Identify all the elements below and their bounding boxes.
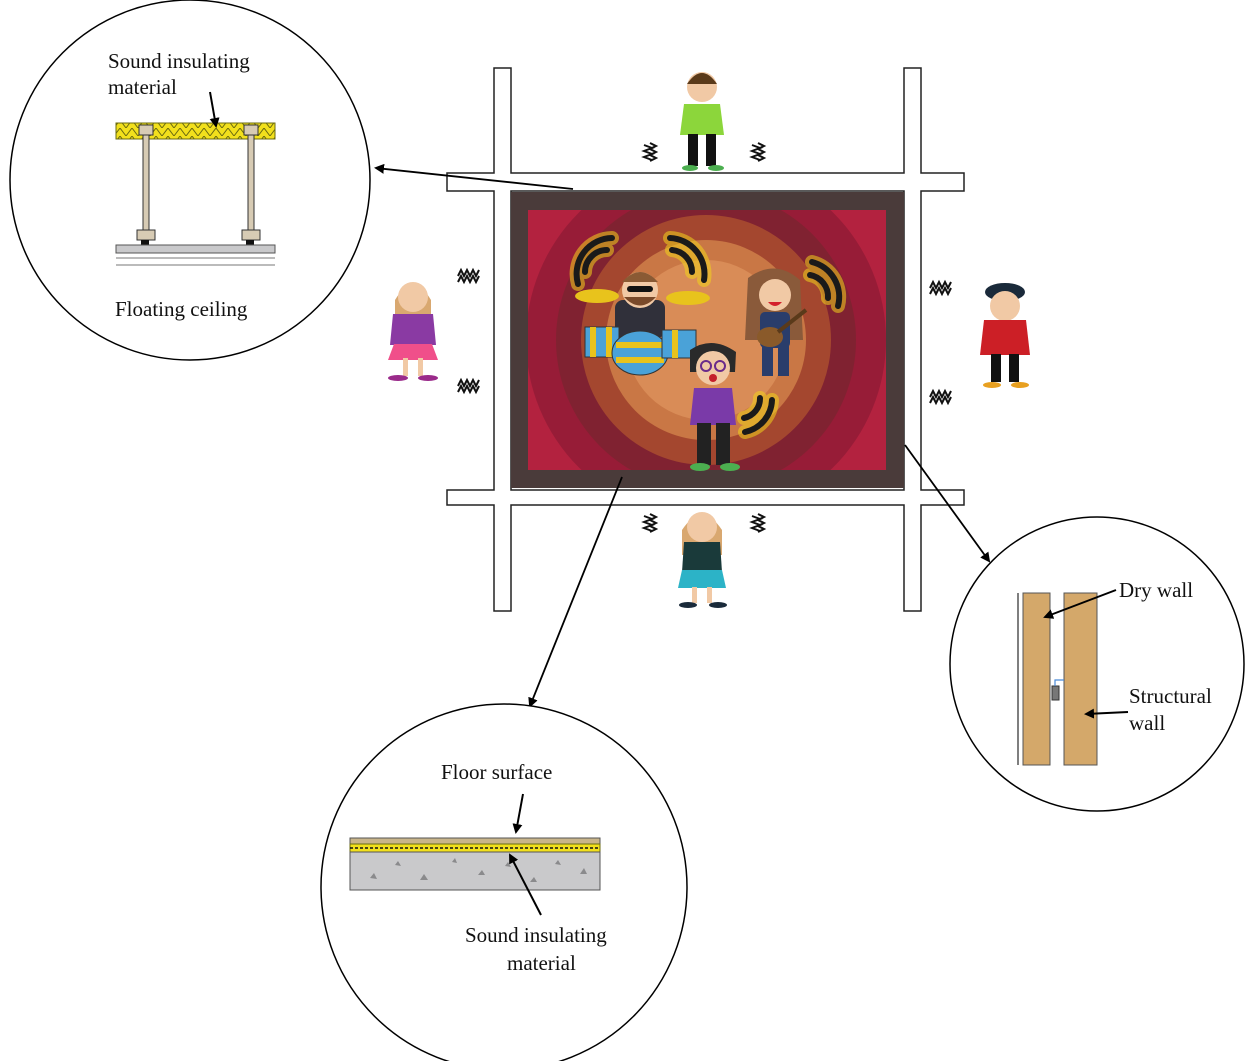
sound-wave-icon [569, 231, 847, 439]
floor-material-label-line2: material [507, 951, 576, 975]
listener-top [680, 72, 724, 171]
floating-ceiling-label: Floating ceiling [115, 297, 248, 321]
structural-wall-label-line2: wall [1129, 711, 1165, 735]
concrete-aggregate [370, 858, 587, 882]
wall-callout-arrow [904, 444, 991, 563]
vibration-right-upper [929, 279, 952, 297]
drummer-icon [575, 272, 710, 376]
floor-callout-arrow [528, 476, 623, 708]
listener-bottom [678, 512, 727, 608]
vibration-left-lower [457, 377, 480, 395]
guitarist-icon [745, 268, 808, 376]
listener-icon [388, 72, 1030, 608]
singer-icon [690, 342, 740, 471]
vibration-right-lower [929, 388, 952, 406]
wall-detail: Dry wall Structural wall [949, 516, 1245, 812]
listener-left [388, 282, 438, 381]
stage-rings [528, 210, 886, 470]
ceiling-callout-arrow [374, 163, 574, 190]
callout-arrows [374, 163, 991, 708]
music-room [511, 192, 904, 488]
vibration-bottom-left [641, 513, 659, 533]
vibration-top-right [749, 142, 767, 162]
ceiling-detail: Sound insulating material Floating ceili… [9, 0, 371, 361]
ceiling-material-label-line2: material [108, 75, 177, 99]
listener-right [980, 283, 1030, 388]
floor-surface-label: Floor surface [441, 760, 552, 784]
vibration-icon [457, 142, 952, 533]
floor-detail: Floor surface Sound insulating material [320, 703, 688, 1061]
vibration-bottom-right [749, 513, 767, 533]
floor-material-label-line1: Sound insulating [465, 923, 607, 947]
dry-wall-label: Dry wall [1119, 578, 1193, 602]
vibration-top-left [641, 142, 659, 162]
ceiling-material-label-line1: Sound insulating [108, 49, 250, 73]
structural-wall-label-line1: Structural [1129, 684, 1212, 708]
vibration-left-upper [457, 267, 480, 285]
